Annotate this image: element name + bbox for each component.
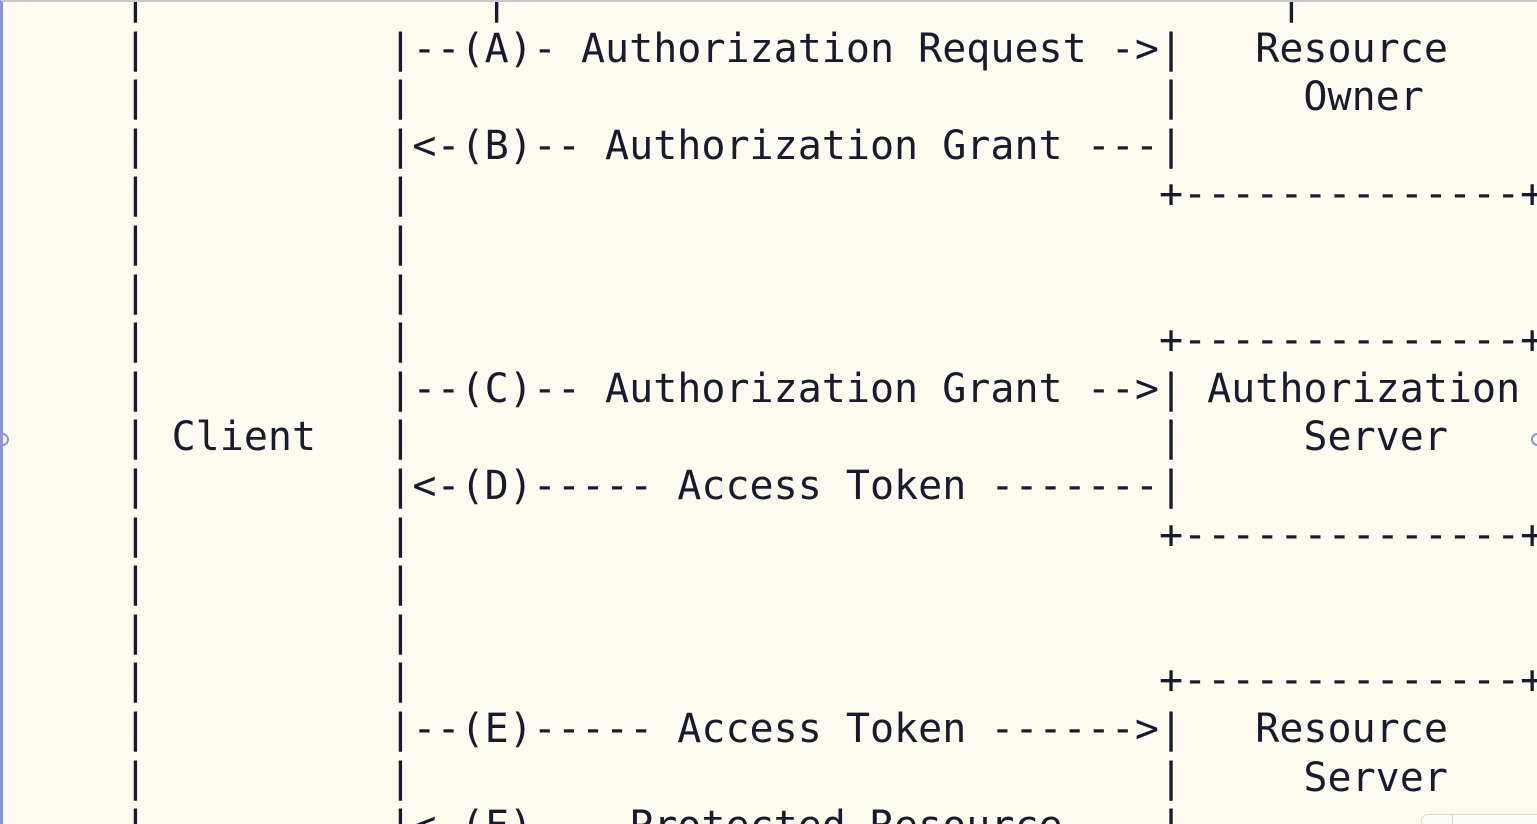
toolbar-divider — [1452, 815, 1453, 824]
selection-handle-right[interactable] — [1531, 433, 1537, 446]
oauth-protocol-flow-ascii-diagram[interactable]: | | | | | |--(A)- Authorization Request … — [123, 0, 1537, 824]
floating-toolbar[interactable] — [1421, 814, 1537, 824]
